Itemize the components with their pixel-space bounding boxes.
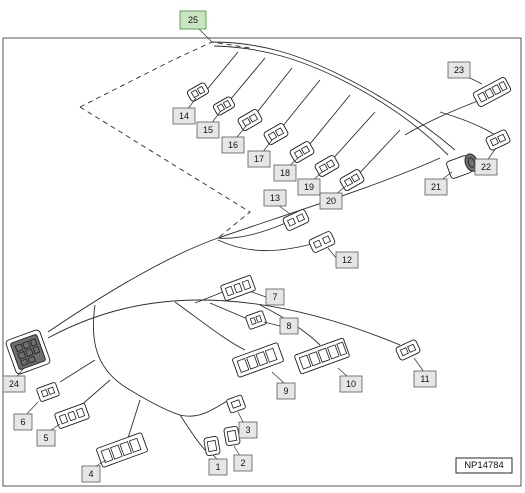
callout-8-label: 8 — [286, 321, 291, 331]
connector-23 — [472, 77, 512, 107]
leader-lines — [13, 21, 497, 469]
callout-5-label: 5 — [43, 433, 48, 443]
connector-3 — [226, 394, 246, 414]
callout-25: 25 — [179, 10, 207, 30]
callout-18-label: 18 — [280, 168, 290, 178]
callout-12: 12 — [335, 251, 359, 269]
connector-9 — [232, 342, 284, 378]
callout-18: 18 — [273, 164, 297, 182]
reference-code-box: NP14784 — [455, 457, 513, 474]
callout-6: 6 — [13, 413, 33, 431]
callout-23: 23 — [447, 61, 471, 79]
connector-5 — [54, 403, 90, 429]
callout-15-label: 15 — [203, 125, 213, 135]
connector-22 — [485, 129, 511, 151]
callout-14: 14 — [172, 107, 196, 125]
callout-4-label: 4 — [88, 469, 93, 479]
callout-5: 5 — [36, 429, 56, 447]
connector-18 — [289, 141, 315, 163]
connectors — [5, 77, 512, 468]
diagram-frame — [2, 37, 522, 487]
connector-4 — [96, 432, 148, 468]
callout-19-label: 19 — [304, 182, 314, 192]
connector-17 — [263, 123, 289, 145]
callout-20-label: 20 — [326, 196, 336, 206]
callout-22-label: 22 — [481, 162, 491, 172]
callout-17-label: 17 — [254, 154, 264, 164]
callouts: 25 14 15 16 17 18 19 20 — [2, 10, 498, 483]
reference-code: NP14784 — [464, 460, 504, 471]
callout-24-label: 24 — [9, 379, 19, 389]
callout-9-label: 9 — [283, 386, 288, 396]
callout-16-label: 16 — [228, 140, 238, 150]
callout-8: 8 — [279, 317, 299, 335]
connector-13 — [282, 209, 310, 231]
callout-17: 17 — [247, 150, 271, 168]
connector-8 — [245, 310, 267, 330]
connector-7 — [220, 275, 256, 301]
callout-4: 4 — [81, 465, 101, 483]
callout-13: 13 — [263, 189, 287, 207]
callout-7-label: 7 — [272, 292, 277, 302]
callout-25-label: 25 — [188, 15, 198, 25]
callout-19: 19 — [297, 178, 321, 196]
connector-20 — [339, 169, 365, 191]
callout-3-label: 3 — [245, 425, 250, 435]
callout-22: 22 — [474, 158, 498, 176]
callout-3: 3 — [238, 421, 258, 439]
callout-6-label: 6 — [20, 417, 25, 427]
callout-9: 9 — [276, 382, 296, 400]
callout-13-label: 13 — [270, 193, 280, 203]
callout-14-label: 14 — [179, 111, 189, 121]
callout-10: 10 — [339, 375, 363, 393]
connector-15 — [212, 96, 236, 116]
callout-23-label: 23 — [454, 65, 464, 75]
connector-24 — [5, 329, 51, 375]
connector-11 — [395, 339, 421, 361]
connector-16 — [237, 109, 263, 131]
connector-2 — [223, 425, 241, 447]
connector-1 — [203, 435, 221, 457]
connector-6 — [36, 382, 60, 402]
callout-2-label: 2 — [240, 458, 245, 468]
harness-wires — [47, 41, 496, 451]
callout-11-label: 11 — [420, 374, 429, 384]
callout-12-label: 12 — [342, 255, 352, 265]
callout-16: 16 — [221, 136, 245, 154]
callout-1: 1 — [208, 458, 228, 476]
connector-14 — [186, 82, 210, 102]
callout-21-label: 21 — [431, 182, 441, 192]
connector-19 — [314, 155, 340, 177]
callout-7: 7 — [265, 288, 285, 306]
callout-15: 15 — [196, 121, 220, 139]
callout-21: 21 — [424, 178, 448, 196]
callout-11: 11 — [413, 370, 437, 388]
callout-2: 2 — [233, 454, 253, 472]
callout-10-label: 10 — [346, 379, 356, 389]
callout-24: 24 — [2, 375, 26, 393]
callout-20: 20 — [319, 192, 343, 210]
connector-10 — [294, 337, 350, 375]
callout-1-label: 1 — [215, 462, 220, 472]
connector-12 — [308, 231, 336, 253]
